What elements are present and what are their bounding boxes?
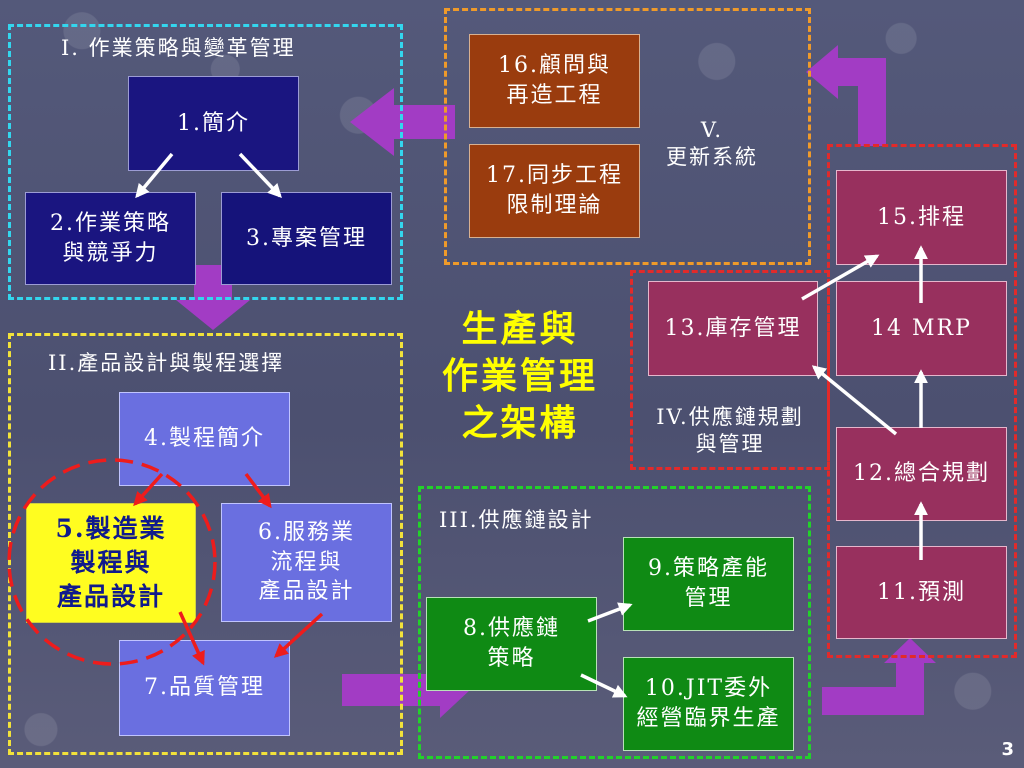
box-consulting-reengineering: 16.顧問與再造工程 [469,34,640,128]
group-v-update-systems: V. 更新系統 [444,8,811,265]
box-concurrent-engineering-toc: 17.同步工程限制理論 [469,144,640,238]
box-manufacturing-design-line3: 產品設計 [56,581,165,611]
box-concurrent-engineering-toc-line1: 17.同步工程 [486,163,623,189]
box-manufacturing-design-line2: 製程與 [70,548,152,578]
box-aggregate-planning-line1: 12.總合規劃 [853,461,990,487]
box-inventory-management: 13.庫存管理 [648,281,818,376]
box-scheduling-line1: 15.排程 [877,204,966,230]
box-strategic-capacity-line2: 管理 [684,586,733,611]
box-aggregate-planning: 12.總合規劃 [836,427,1007,521]
box-supply-chain-strategy-line1: 8.供應鏈 [463,616,560,642]
group-iv-label-line1: IV.供應鏈規劃 [656,405,804,429]
group-ii-label: II.產品設計與製程選擇 [48,351,285,375]
box-introduction-line1: 1.簡介 [177,110,250,136]
box-strategic-capacity-line1: 9.策略產能 [648,556,769,582]
box-scheduling: 15.排程 [836,170,1007,265]
group-iv-label: IV.供應鏈規劃 與管理 [634,404,826,459]
group-i-label: I. 作業策略與變革管理 [61,36,296,60]
box-quality-management-line1: 7.品質管理 [144,675,265,701]
box-project-management: 3.專案管理 [221,192,392,285]
box-jit-outsourcing-line2: 經營臨界生產 [636,706,781,731]
box-process-introduction: 4.製程簡介 [119,392,290,486]
group-v-label-line1: V. [700,118,724,142]
box-consulting-reengineering-line1: 16.顧問與 [498,53,611,79]
box-jit-outsourcing-line1: 10.JIT委外 [644,676,773,702]
box-jit-outsourcing: 10.JIT委外經營臨界生產 [623,657,794,751]
box-operations-strategy: 2.作業策略與競爭力 [25,192,196,285]
page-number: 3 [1001,739,1014,760]
box-manufacturing-design: 5.製造業製程與產品設計 [26,503,196,623]
box-service-design-line1: 6.服務業 [258,519,355,545]
diagram-title-line2: 作業管理 [441,354,598,397]
box-operations-strategy-line1: 2.作業策略 [50,210,171,236]
box-supply-chain-strategy-line2: 策略 [487,646,536,671]
group-i-strategy: I. 作業策略與變革管理 [8,24,403,300]
group-iii-supply-chain-design: III.供應鏈設計 [418,486,811,759]
box-inventory-management-line1: 13.庫存管理 [664,315,802,341]
box-manufacturing-design-line1: 5.製造業 [55,514,167,544]
box-introduction: 1.簡介 [128,76,299,171]
box-supply-chain-strategy: 8.供應鏈策略 [426,597,597,691]
box-strategic-capacity: 9.策略產能管理 [623,537,794,631]
box-project-management-line1: 3.專案管理 [246,225,367,251]
box-service-design-line2: 流程與 [270,549,343,575]
box-forecasting: 11.預測 [836,546,1007,639]
box-service-design: 6.服務業流程與產品設計 [221,503,392,622]
box-operations-strategy-line2: 與競爭力 [62,240,159,266]
group-v-label-line2: 更新系統 [666,145,758,170]
box-forecasting-line1: 11.預測 [877,579,966,605]
box-quality-management: 7.品質管理 [119,640,290,736]
group-iii-label: III.供應鏈設計 [439,508,594,532]
group-iv-label-line2: 與管理 [695,432,765,457]
diagram-title-line3: 之架構 [461,401,579,444]
box-consulting-reengineering-line2: 再造工程 [506,83,603,108]
box-service-design-line3: 產品設計 [258,579,355,605]
group-v-label: V. 更新系統 [657,117,767,172]
box-concurrent-engineering-toc-line2: 限制理論 [506,193,603,218]
box-mrp-line1: 14 MRP [871,315,972,341]
box-process-introduction-line1: 4.製程簡介 [144,426,265,452]
big-arrow-iv-to-v [806,45,886,146]
diagram-title: 生產與 作業管理 之架構 [420,306,620,446]
box-mrp: 14 MRP [836,281,1007,376]
diagram-title-line1: 生產與 [461,308,579,350]
